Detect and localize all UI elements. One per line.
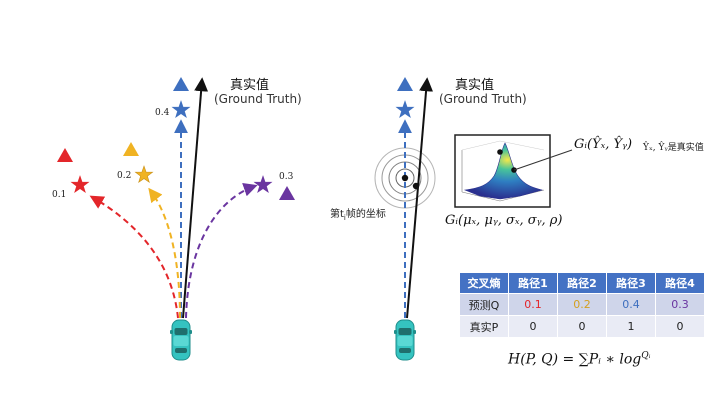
triangle-red-icon [57, 148, 73, 162]
ground-truth-arrow-right [406, 77, 434, 319]
path-3-arrow [185, 183, 258, 319]
path-1-arrow [89, 195, 179, 319]
table-row: 真实P 0 0 1 0 [459, 315, 705, 338]
path-2-prob-label: 0.2 [117, 171, 132, 181]
left-title-cn: 真实值 [230, 78, 270, 93]
table-cell: 0 [655, 315, 705, 338]
left-title-en: (Ground Truth) [214, 92, 302, 106]
star-purple-icon [253, 175, 273, 194]
table-header-cell: 交叉熵 [459, 272, 509, 294]
cross-entropy-formula: H(P, Q) = ∑Pᵢ ∗ logQᵢ [508, 351, 651, 368]
triangle-yellow-icon [123, 142, 139, 156]
right-title-en: (Ground Truth) [439, 92, 527, 106]
path-3-prob-label: 0.3 [279, 172, 294, 182]
row-label: 预测Q [459, 293, 509, 316]
gaussian-params-label: Gᵢ(μₓ, μᵧ, σₓ, σᵧ, ρ) [445, 213, 563, 228]
path-1-prob-label: 0.1 [52, 190, 67, 200]
path-2-arrow [148, 187, 181, 319]
pointer-line [513, 149, 573, 171]
table-cell: 0.2 [557, 293, 607, 316]
right-title-cn: 真实值 [455, 78, 495, 93]
path-4-prob-label: 0.4 [155, 108, 170, 118]
star-yellow-icon [134, 165, 154, 184]
table-cell: 0.1 [508, 293, 558, 316]
star-blue-right-icon [395, 100, 415, 119]
gaussian-3d-plot [454, 134, 551, 208]
truth-point-on-arrow [412, 182, 420, 190]
table-row: 预测Q 0.1 0.2 0.4 0.3 [459, 293, 705, 316]
frame-coordinate-label: 第ti帧的坐标 [330, 209, 386, 222]
star-blue-icon [171, 100, 191, 119]
table-header-cell: 路径1 [508, 272, 558, 294]
table-cell: 0.4 [606, 293, 656, 316]
table-header-cell: 路径3 [606, 272, 656, 294]
cross-entropy-table: 交叉熵 路径1 路径2 路径3 路径4 预测Q 0.1 0.2 0.4 0.3 … [459, 272, 705, 338]
table-header-cell: 路径2 [557, 272, 607, 294]
table-cell: 0 [508, 315, 558, 338]
car-icon-left [170, 319, 192, 361]
triangle-purple-icon [279, 186, 295, 200]
table-cell: 0.3 [655, 293, 705, 316]
ground-truth-arrow-left [182, 77, 209, 319]
car-icon-right [394, 319, 416, 361]
gaussian-truth-label: Gᵢ(Ŷₓ, Ŷᵧ) [574, 137, 633, 152]
star-red-icon [70, 175, 90, 194]
truth-note-label: Ŷₓ, Ŷᵧ是真实值 [643, 143, 704, 153]
table-cell: 1 [606, 315, 656, 338]
frame-coordinate-point [401, 174, 409, 182]
row-label: 真实P [459, 315, 509, 338]
table-cell: 0 [557, 315, 607, 338]
triangle-blue-icon [173, 77, 189, 91]
table-header-cell: 路径4 [655, 272, 705, 294]
triangle-blue-right-icon [397, 77, 413, 91]
